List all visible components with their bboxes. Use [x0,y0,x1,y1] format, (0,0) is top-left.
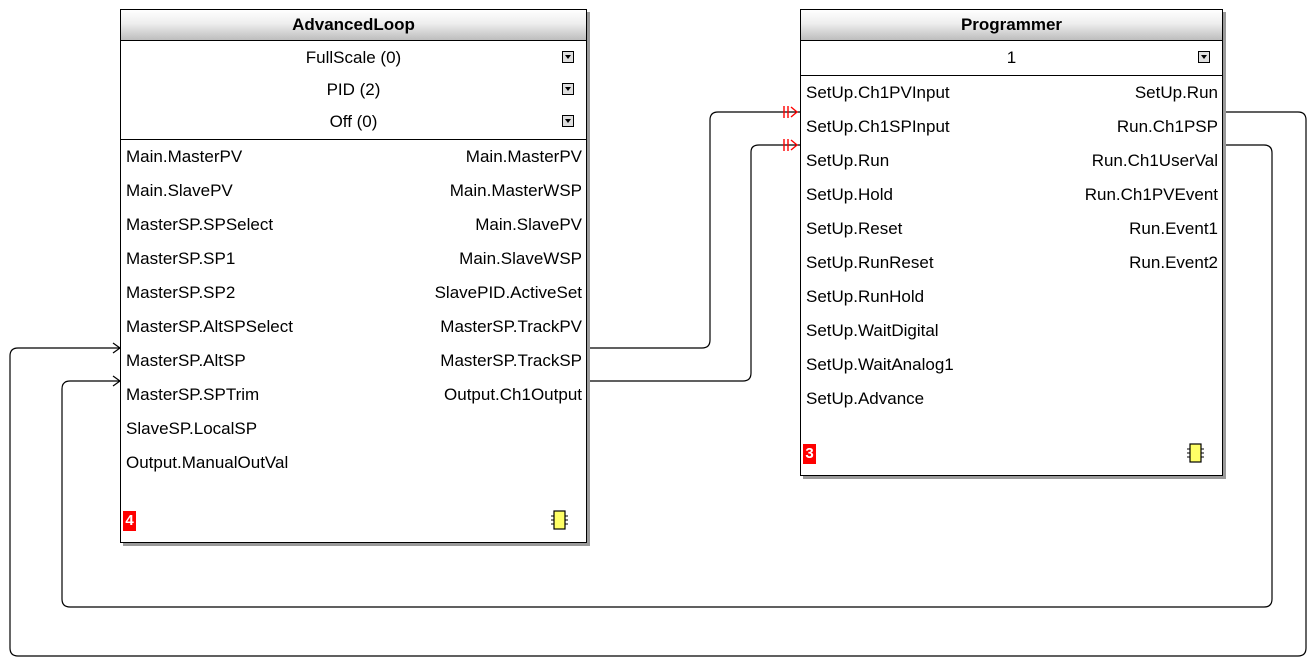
input-port[interactable]: Main.SlavePV [126,181,233,200]
input-port[interactable]: MasterSP.SPSelect [126,215,274,234]
block-number-badge: 3 [803,444,816,464]
block-title: Programmer [801,10,1222,41]
input-port[interactable]: MasterSP.AltSPSelect [126,317,293,336]
param-value: Off (0) [329,112,378,131]
input-port[interactable]: SlaveSP.LocalSP [126,419,258,438]
param-row[interactable]: Off (0) [121,106,586,138]
input-port[interactable]: SetUp.Hold [806,185,893,204]
io-row: MasterSP.AltSPSelect MasterSP.TrackPV [121,310,586,344]
input-port[interactable]: MasterSP.SPTrim [126,385,260,404]
advanced-loop-block[interactable]: AdvancedLoop FullScale (0) PID (2) Off (… [120,9,587,543]
output-port[interactable]: Main.SlaveWSP [459,249,582,268]
output-port[interactable]: Run.Ch1PSP [1116,117,1218,136]
input-port[interactable]: Main.MasterPV [126,147,243,166]
io-row: MasterSP.AltSP MasterSP.TrackSP [121,344,586,378]
dropdown-arrow-icon[interactable] [562,115,574,127]
input-port[interactable]: SetUp.Ch1PVInput [806,83,950,102]
io-row: Output.ManualOutVal [121,446,586,480]
input-port[interactable]: SetUp.RunHold [806,287,925,306]
input-port[interactable]: SetUp.WaitDigital [806,321,939,340]
input-port[interactable]: SetUp.Run [806,151,890,170]
io-row: SetUp.WaitAnalog1 [801,348,1222,382]
io-row: SetUp.RunReset Run.Event2 [801,246,1222,280]
io-row: SetUp.Ch1SPInput Run.Ch1PSP [801,110,1222,144]
programmer-block[interactable]: Programmer 1 SetUp.Ch1PVInput SetUp.Run … [800,9,1223,476]
io-row: Main.MasterPV Main.MasterPV [121,140,586,174]
output-port[interactable]: Run.Ch1PVEvent [1084,185,1218,204]
output-port[interactable]: Run.Event1 [1129,219,1218,238]
output-port[interactable]: Output.Ch1Output [444,385,582,404]
input-port[interactable]: SetUp.Reset [806,219,903,238]
output-port[interactable]: Main.MasterWSP [449,181,582,200]
io-row: SetUp.Run Run.Ch1UserVal [801,144,1222,178]
io-row: SetUp.Hold Run.Ch1PVEvent [801,178,1222,212]
io-row: MasterSP.SP1 Main.SlaveWSP [121,242,586,276]
output-port[interactable]: MasterSP.TrackPV [440,317,582,336]
input-port[interactable]: SetUp.Ch1SPInput [806,117,950,136]
param-row[interactable]: FullScale (0) [121,42,586,74]
param-value: FullScale (0) [305,48,402,67]
dropdown-arrow-icon[interactable] [1198,51,1210,63]
parameter-list: FullScale (0) PID (2) Off (0) [121,41,586,140]
io-row: Main.SlavePV Main.MasterWSP [121,174,586,208]
io-row: SlaveSP.LocalSP [121,412,586,446]
io-row: SetUp.RunHold [801,280,1222,314]
io-row: SetUp.Ch1PVInput SetUp.Run [801,76,1222,110]
break-marker-ch1pvinput-icon [783,106,799,118]
wire-run-to-altspselect [9,111,1307,657]
wire-ch1psp-to-altsp [61,144,1273,608]
input-port[interactable]: SetUp.RunReset [806,253,934,272]
io-row: MasterSP.SP2 SlavePID.ActiveSet [121,276,586,310]
param-row[interactable]: 1 [801,42,1222,74]
output-port[interactable]: Run.Ch1UserVal [1091,151,1218,170]
break-marker-ch1spinput-icon [783,139,799,151]
io-row: SetUp.Advance [801,382,1222,416]
output-port[interactable]: SetUp.Run [1134,83,1218,102]
io-row: SetUp.WaitDigital [801,314,1222,348]
io-list: SetUp.Ch1PVInput SetUp.Run SetUp.Ch1SPIn… [801,76,1222,416]
output-port[interactable]: Main.MasterPV [465,147,582,166]
param-value: 1 [1006,48,1017,67]
block-number-badge: 4 [123,511,136,531]
dropdown-arrow-icon[interactable] [562,83,574,95]
parameter-list: 1 [801,41,1222,76]
dropdown-arrow-icon[interactable] [562,51,574,63]
io-row: SetUp.Reset Run.Event1 [801,212,1222,246]
block-title: AdvancedLoop [121,10,586,41]
io-row: MasterSP.SPTrim Output.Ch1Output [121,378,586,412]
function-block-icon[interactable] [551,510,568,530]
output-port[interactable]: SlavePID.ActiveSet [434,283,582,302]
input-port[interactable]: SetUp.WaitAnalog1 [806,355,954,374]
param-value: PID (2) [326,80,381,99]
output-port[interactable]: Run.Event2 [1129,253,1218,272]
function-block-icon[interactable] [1187,443,1204,463]
output-port[interactable]: MasterSP.TrackSP [440,351,582,370]
input-port[interactable]: Output.ManualOutVal [126,453,289,472]
io-list: Main.MasterPV Main.MasterPV Main.SlavePV… [121,140,586,480]
param-row[interactable]: PID (2) [121,74,586,106]
input-port[interactable]: MasterSP.SP2 [126,283,236,302]
io-row: MasterSP.SPSelect Main.SlavePV [121,208,586,242]
output-port[interactable]: Main.SlavePV [475,215,582,234]
input-port[interactable]: MasterSP.SP1 [126,249,236,268]
wire-tracksp-to-ch1spinput [586,144,800,382]
wire-trackpv-to-ch1pvinput [586,111,800,349]
input-port[interactable]: SetUp.Advance [806,389,925,408]
input-port[interactable]: MasterSP.AltSP [126,351,246,370]
